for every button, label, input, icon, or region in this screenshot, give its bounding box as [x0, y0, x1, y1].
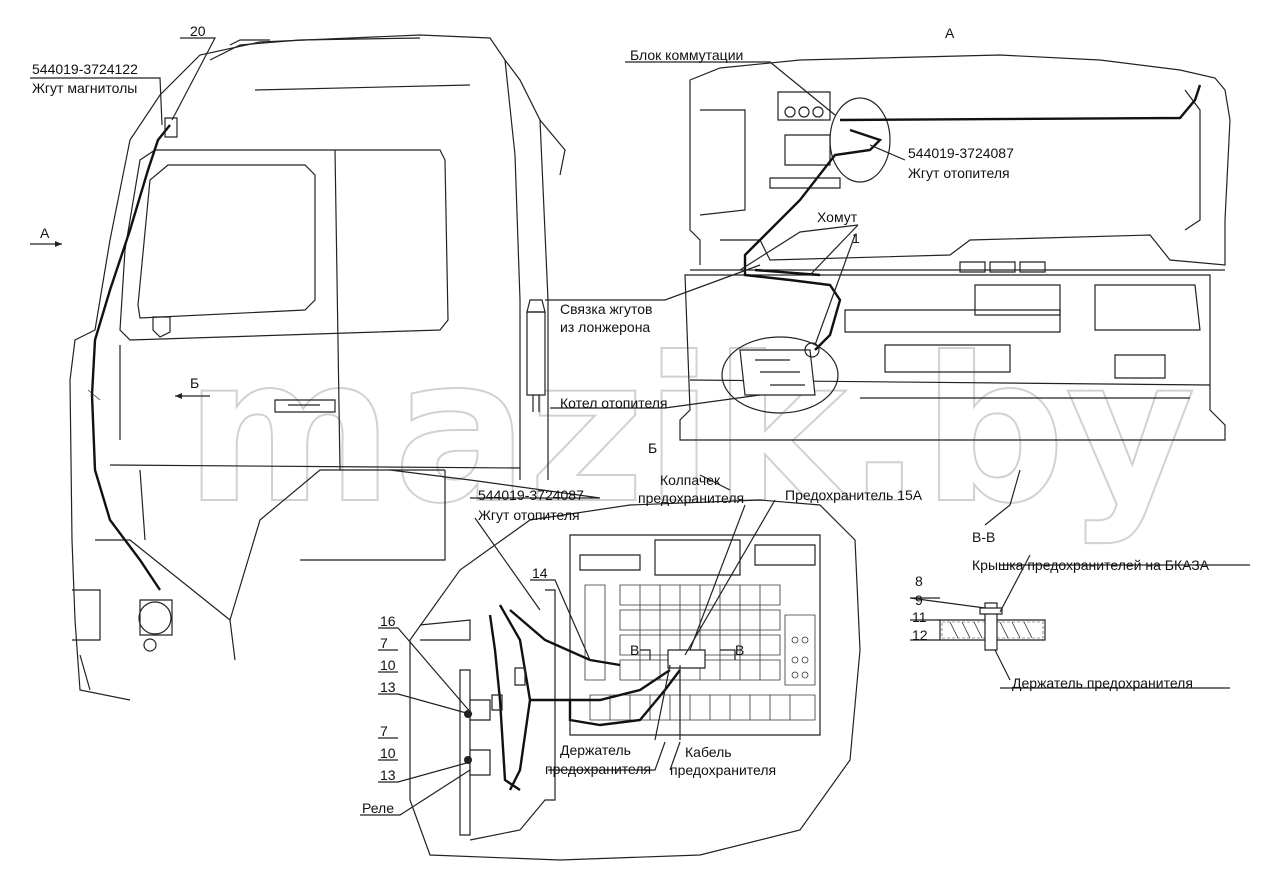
label-fuse-holder-1: Держатель [560, 742, 631, 758]
label-fuse-15a: Предохранитель 15А [785, 487, 923, 503]
label-fuse-cap-1: Колпачек [660, 472, 721, 488]
labels: 20 544019-3724122 Жгут магнитолы А А Бло… [32, 23, 1210, 816]
label-item-16: 16 [380, 613, 396, 629]
label-item-9: 9 [915, 592, 923, 608]
label-section-vv: В-В [972, 529, 995, 545]
leader-lines [30, 37, 1250, 816]
label-arrow-a: А [40, 225, 50, 241]
watermark: mazik.by [185, 315, 1196, 548]
view-a-frame [679, 54, 1231, 441]
label-harness-heater-name-1: Жгут отопителя [908, 165, 1010, 181]
label-item-8: 8 [915, 573, 923, 589]
label-bundle-2: из лонжерона [560, 319, 650, 335]
label-item-13b: 13 [380, 767, 396, 783]
label-item-13a: 13 [380, 679, 396, 695]
label-arrow-b: Б [190, 375, 199, 391]
label-item-11: 11 [912, 609, 927, 625]
label-bundle-1: Связка жгутов [560, 301, 652, 317]
label-fuse-cable-2: предохранителя [670, 762, 776, 778]
label-section-v-right: В [735, 642, 744, 658]
section-vv-detail [939, 554, 1046, 681]
detail-b-fusebox [409, 499, 861, 861]
label-view-a: А [945, 25, 955, 41]
label-fuse-cap-2: предохранителя [638, 490, 744, 506]
label-item-7b: 7 [380, 723, 388, 739]
label-item-10a: 10 [380, 657, 396, 673]
label-item-1: 1 [852, 230, 860, 246]
label-fuse-holder-2: предохранителя [545, 761, 651, 777]
cab-side-view [30, 34, 566, 701]
label-item-12: 12 [912, 627, 928, 643]
label-harness-radio-code: 544019-3724122 [32, 61, 138, 77]
label-bkaza-cover: Крышка предохранителей на БКАЗА [972, 557, 1210, 573]
label-fuse-holder-right: Держатель предохранителя [1012, 675, 1193, 691]
label-item-10b: 10 [380, 745, 396, 761]
label-section-v-left: В [630, 642, 639, 658]
label-item-7a: 7 [380, 635, 388, 651]
label-switch-block: Блок коммутации [630, 47, 743, 63]
label-harness-heater-name-2: Жгут отопителя [478, 507, 580, 523]
label-harness-heater-code-2: 544019-3724087 [478, 487, 584, 503]
label-boiler: Котел отопителя [560, 395, 668, 411]
label-clamp: Хомут [817, 209, 858, 225]
label-fuse-cable-1: Кабель [685, 744, 732, 760]
label-harness-heater-code-1: 544019-3724087 [908, 145, 1014, 161]
label-relay: Реле [362, 800, 394, 816]
label-item-20: 20 [190, 23, 206, 39]
label-harness-radio-name: Жгут магнитолы [32, 80, 137, 96]
fuse-grid [584, 584, 816, 721]
label-view-b: Б [648, 440, 657, 456]
label-item-14: 14 [532, 565, 548, 581]
